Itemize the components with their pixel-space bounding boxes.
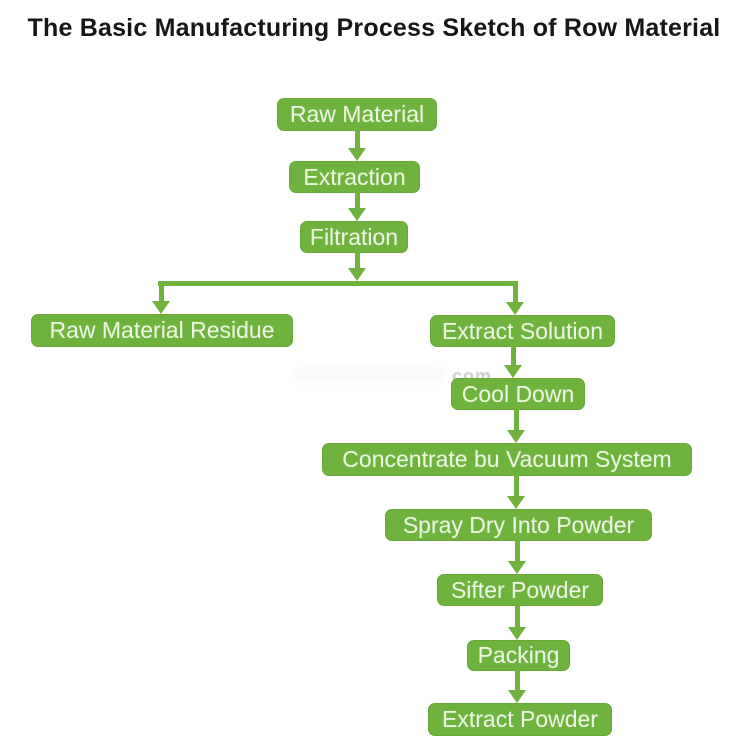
connector-extraction-to-filtration xyxy=(355,192,360,209)
node-raw-material: Raw Material xyxy=(277,98,437,131)
connector-spray-dry-to-sifter xyxy=(515,540,520,562)
branch-horizontal-line xyxy=(158,281,518,286)
node-concentrate-by-vacuum: Concentrate bu Vacuum System xyxy=(322,443,692,476)
arrowhead-down-icon xyxy=(152,301,170,314)
connector-branch-to-raw-material-residue xyxy=(159,284,164,302)
connector-branch-to-extract-solution xyxy=(513,284,518,303)
connector-packing-to-extract-powder xyxy=(515,670,520,691)
arrowhead-down-icon xyxy=(504,365,522,378)
node-extract-solution: Extract Solution xyxy=(430,315,615,347)
node-packing: Packing xyxy=(467,640,570,671)
arrowhead-down-icon xyxy=(507,496,525,509)
arrowhead-down-icon xyxy=(508,627,526,640)
connector-extract-solution-to-cool-down xyxy=(511,346,516,366)
arrowhead-down-icon xyxy=(506,302,524,315)
node-cool-down: Cool Down xyxy=(451,378,585,410)
connector-concentrate-to-spray-dry xyxy=(514,475,519,497)
arrowhead-down-icon xyxy=(348,148,366,161)
arrowhead-down-icon xyxy=(348,208,366,221)
node-sifter-powder: Sifter Powder xyxy=(437,574,603,606)
watermark-smear xyxy=(295,368,445,382)
arrowhead-down-icon xyxy=(507,430,525,443)
connector-filtration-to-branch xyxy=(355,252,360,269)
arrowhead-down-icon xyxy=(348,268,366,281)
connector-sifter-to-packing xyxy=(515,605,520,629)
node-spray-dry: Spray Dry Into Powder xyxy=(385,509,652,541)
node-extraction: Extraction xyxy=(289,161,420,193)
node-filtration: Filtration xyxy=(300,221,408,253)
arrowhead-down-icon xyxy=(508,690,526,703)
connector-cool-down-to-concentrate xyxy=(514,409,519,431)
node-extract-powder: Extract Powder xyxy=(428,703,612,736)
node-raw-material-residue: Raw Material Residue xyxy=(31,314,293,347)
diagram-title: The Basic Manufacturing Process Sketch o… xyxy=(27,14,721,42)
arrowhead-down-icon xyxy=(508,561,526,574)
connector-raw-material-to-extraction xyxy=(355,130,360,149)
